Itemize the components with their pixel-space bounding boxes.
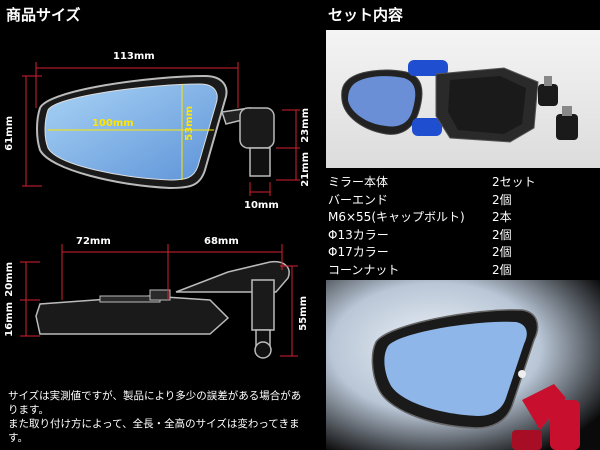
dim-mirror-width: 100mm	[92, 118, 134, 129]
dimension-lines-top	[22, 62, 300, 196]
mirror-top-view	[36, 74, 275, 190]
list-item: M6×55(キャップボルト)2本	[328, 210, 512, 225]
red-mirror-photo	[326, 280, 600, 450]
dim-side-16: 16mm	[4, 302, 15, 337]
dimension-lines-glass	[48, 84, 214, 180]
dim-total-width: 113mm	[113, 51, 155, 62]
dim-side-55: 55mm	[298, 296, 309, 331]
section-title-size: 商品サイズ	[6, 6, 81, 24]
size-note: サイズは実測値ですが、製品により多少の誤差がある場合があります。 また取り付け方…	[8, 390, 302, 444]
dim-side-20: 20mm	[4, 262, 15, 297]
dim-total-height: 61mm	[4, 116, 15, 151]
dim-arm-10: 10mm	[244, 200, 279, 211]
dim-arm-23: 23mm	[300, 108, 311, 143]
section-title-contents: セット内容	[328, 6, 404, 24]
dimension-diagram	[20, 62, 300, 359]
dim-arm-21: 21mm	[300, 152, 311, 187]
dim-side-72: 72mm	[76, 236, 111, 247]
dimension-lines-side	[20, 244, 298, 357]
dim-mirror-height: 53mm	[184, 106, 195, 141]
mirror-side-view	[35, 260, 290, 359]
set-contents-photo	[326, 30, 600, 168]
dim-side-68: 68mm	[204, 236, 239, 247]
